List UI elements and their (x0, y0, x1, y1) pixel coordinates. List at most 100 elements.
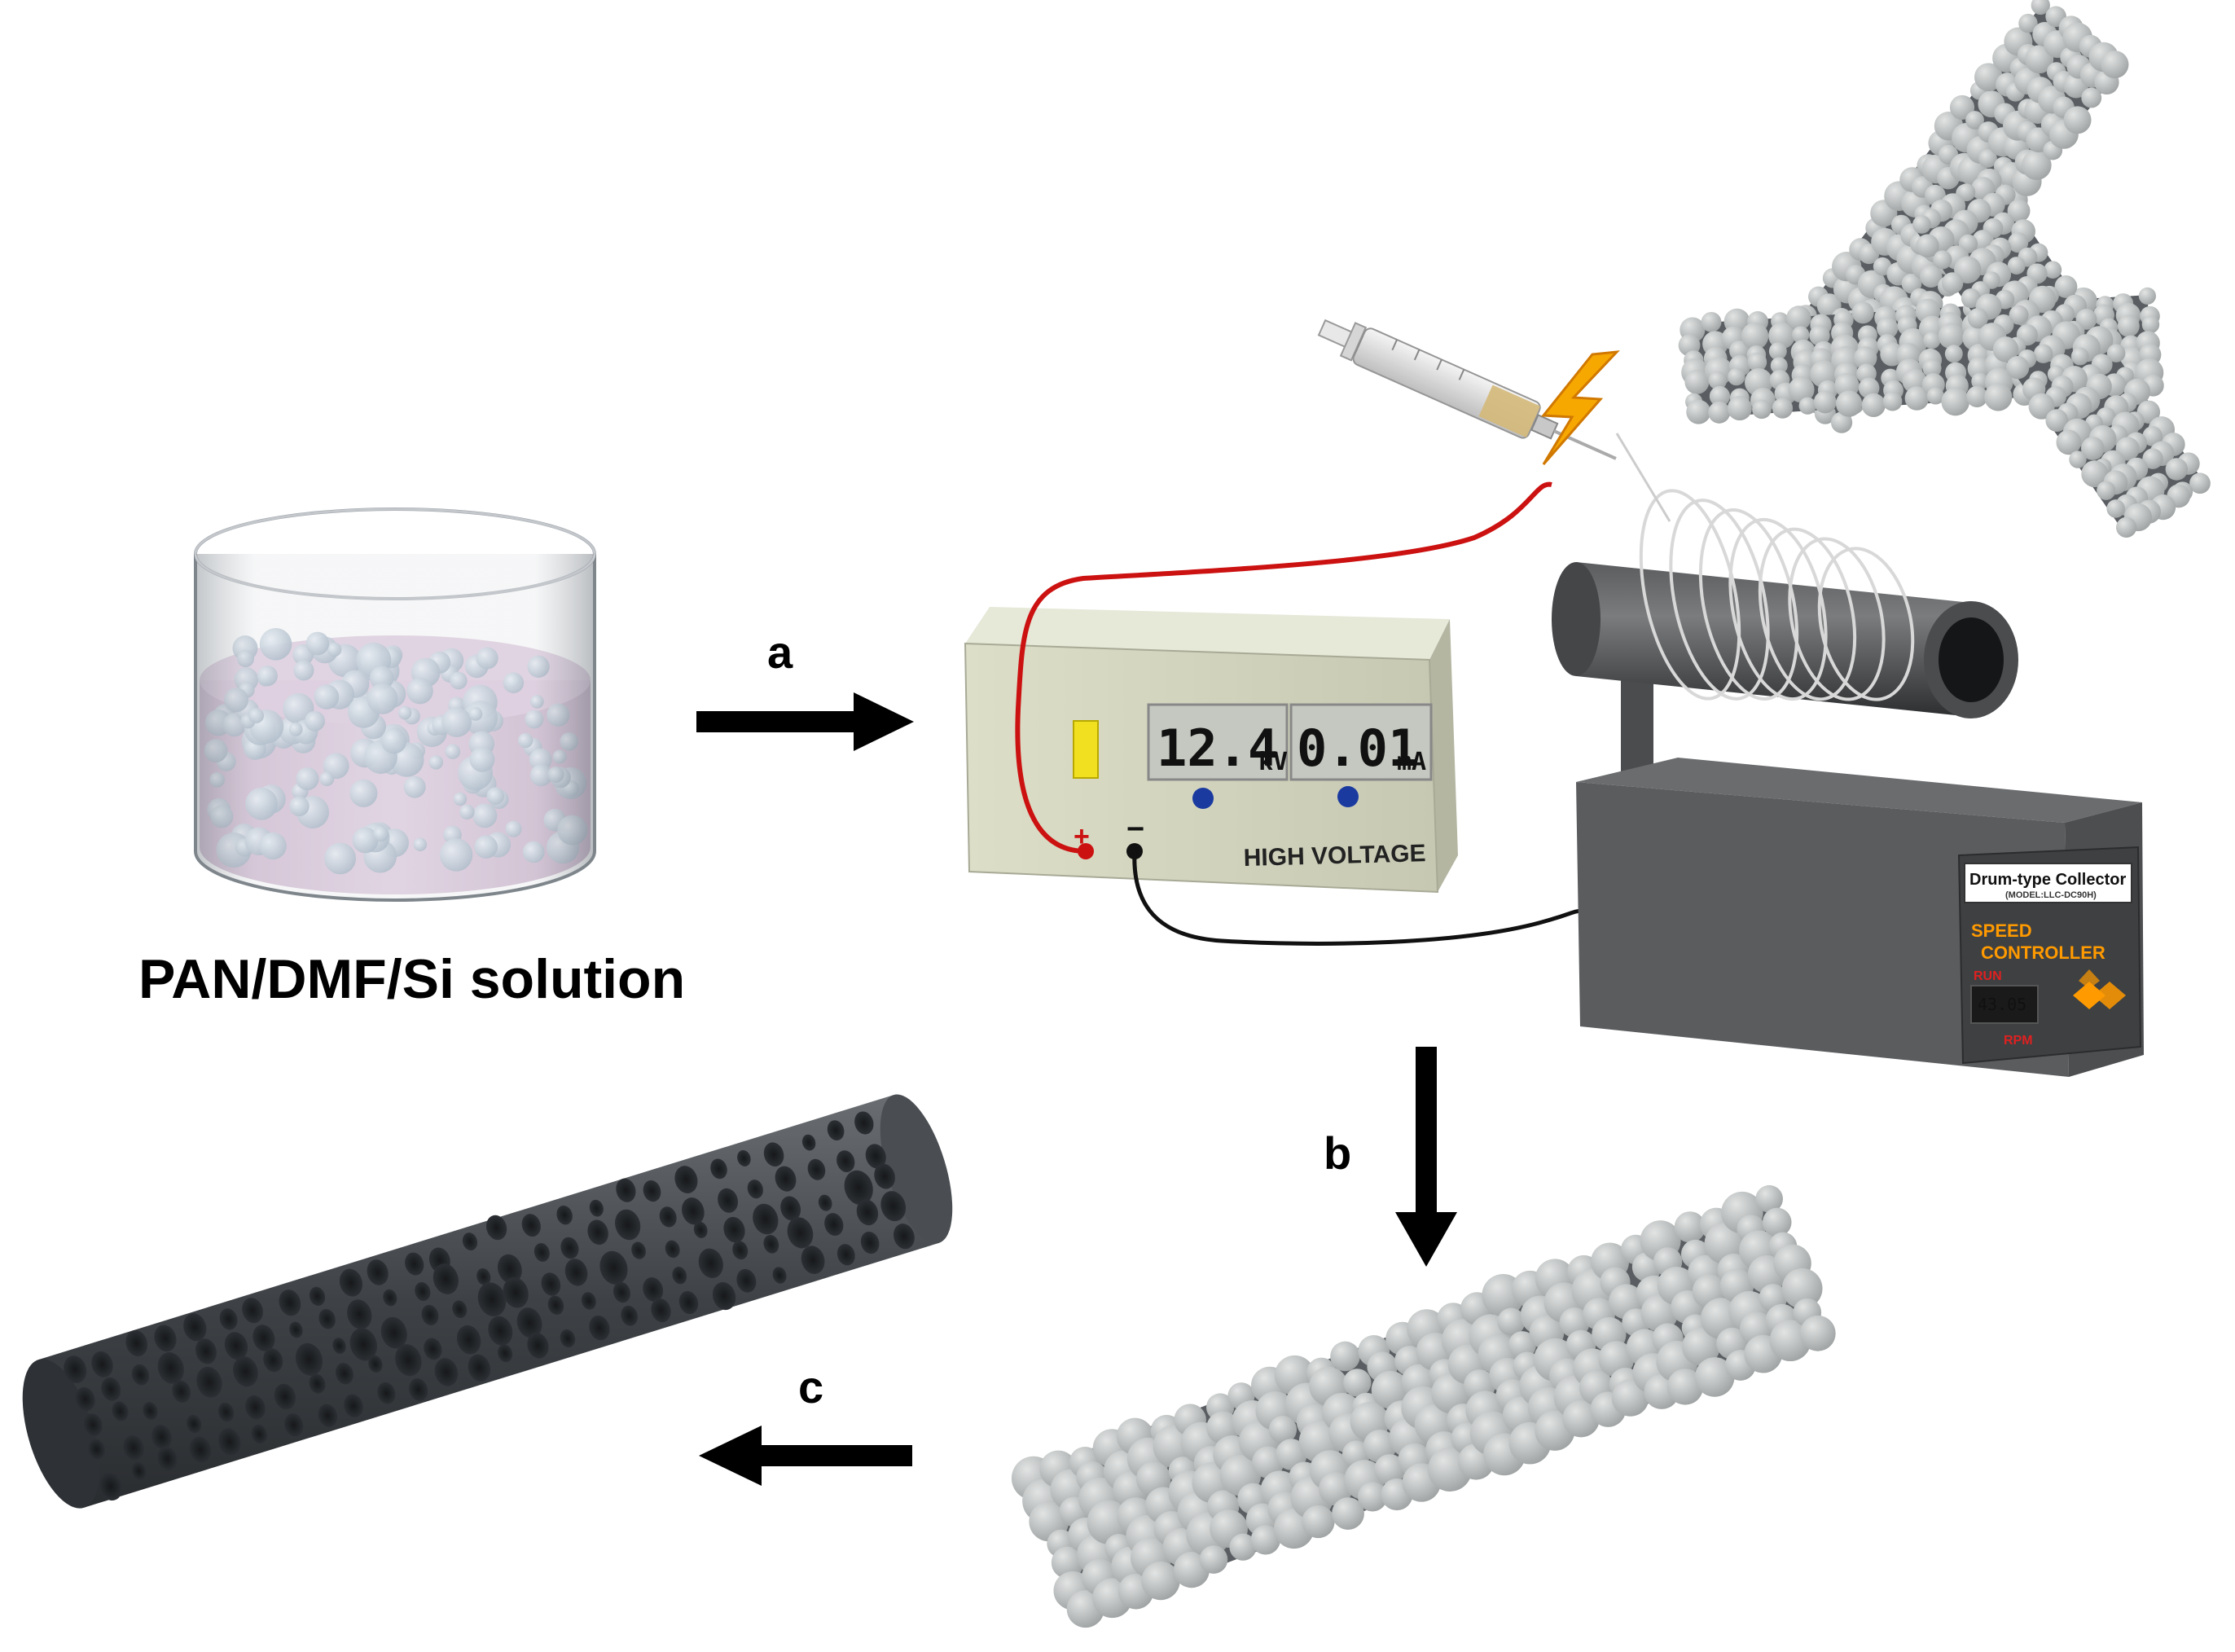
pore (672, 1267, 687, 1285)
bead (1371, 1370, 1410, 1409)
pore (157, 1352, 184, 1384)
voltage-display (1147, 703, 1289, 781)
pore (395, 1344, 422, 1377)
bead (2141, 315, 2160, 334)
bead (1974, 63, 2003, 92)
pore (380, 1316, 407, 1349)
pore (801, 1246, 825, 1274)
bead (1916, 234, 1939, 258)
bead (1684, 369, 1710, 394)
bead (1957, 183, 1976, 202)
lightning-icon (1541, 350, 1620, 465)
pore (383, 1289, 397, 1307)
bead (1357, 1482, 1388, 1512)
bead (1961, 288, 1981, 309)
pore (613, 1281, 630, 1303)
bead (1978, 149, 1997, 168)
bead (2056, 429, 2082, 455)
pore (186, 1414, 202, 1434)
pore (547, 1295, 564, 1315)
fiber-coil (1728, 517, 1828, 701)
pore (556, 1205, 573, 1225)
bead (2044, 261, 2062, 279)
bead (1562, 1399, 1600, 1438)
pore (123, 1435, 144, 1461)
bead (1877, 317, 1899, 339)
pore (196, 1366, 222, 1398)
fiber-coil (1788, 537, 1886, 701)
pore (651, 1298, 671, 1323)
fiber-coil (1817, 547, 1915, 701)
bead (1830, 411, 1853, 433)
bead (1268, 1415, 1298, 1444)
pore (143, 1401, 158, 1421)
bead (1971, 372, 1989, 390)
bead (2165, 458, 2189, 481)
bead (1768, 322, 1795, 349)
pore (560, 1237, 579, 1259)
bead (1276, 1439, 1307, 1470)
pore (787, 1217, 814, 1249)
bead (1792, 326, 1810, 344)
bead (1933, 250, 1952, 270)
bead (1701, 311, 1722, 332)
pore (497, 1254, 522, 1284)
pore (893, 1224, 915, 1250)
voltage-knob (1192, 788, 1214, 809)
pore (836, 1244, 855, 1266)
bead (1965, 111, 1984, 130)
pore (349, 1328, 378, 1361)
bead (1809, 325, 1830, 346)
fiber-coil (1669, 499, 1770, 701)
bead (2142, 426, 2163, 446)
pore (560, 1329, 576, 1348)
bead (1923, 332, 1941, 349)
fiber-coils (1639, 489, 1915, 701)
voltage-unit: kV (1258, 748, 1288, 776)
bead (1926, 387, 1944, 405)
fiber-coil (1639, 489, 1741, 701)
bead (1741, 323, 1769, 350)
run-label: RUN (1974, 969, 2002, 983)
arrow-a (696, 692, 914, 751)
pore (434, 1358, 459, 1386)
pore (854, 1111, 874, 1135)
bead (1709, 385, 1731, 407)
pore (659, 1206, 677, 1228)
bead (2081, 460, 2109, 488)
pore (712, 1281, 736, 1311)
pore (131, 1461, 147, 1481)
speed-display (1970, 985, 2039, 1024)
pore (75, 1386, 95, 1412)
pore (125, 1329, 148, 1357)
bead (1674, 1211, 1706, 1243)
pore (217, 1428, 241, 1456)
power-supply-label: HIGH VOLTAGE (1243, 840, 1426, 872)
bead (1640, 1294, 1679, 1332)
pore (737, 1149, 751, 1167)
fiber-end (880, 1094, 953, 1244)
bead (1904, 386, 1930, 411)
speed-controller-line1: SPEED (1971, 920, 2032, 941)
bead (1901, 273, 1922, 294)
voltage-value: 12.4 (1157, 718, 1278, 778)
pore (541, 1272, 561, 1296)
bead (2117, 314, 2140, 337)
bead (2069, 450, 2087, 468)
bead (2070, 347, 2089, 366)
pore (775, 1166, 797, 1192)
bead (1912, 215, 1931, 234)
pore (452, 1300, 468, 1319)
bead (1141, 1561, 1180, 1601)
bead (2028, 393, 2055, 420)
pore (476, 1268, 491, 1285)
bead (1051, 1546, 1084, 1580)
bead (1497, 1307, 1526, 1336)
bead (1854, 346, 1877, 370)
bead (2080, 437, 2105, 460)
pore (763, 1142, 784, 1167)
bead (1302, 1505, 1335, 1539)
arrow-c (699, 1426, 912, 1486)
pore (309, 1373, 326, 1394)
bead (1250, 1525, 1280, 1555)
